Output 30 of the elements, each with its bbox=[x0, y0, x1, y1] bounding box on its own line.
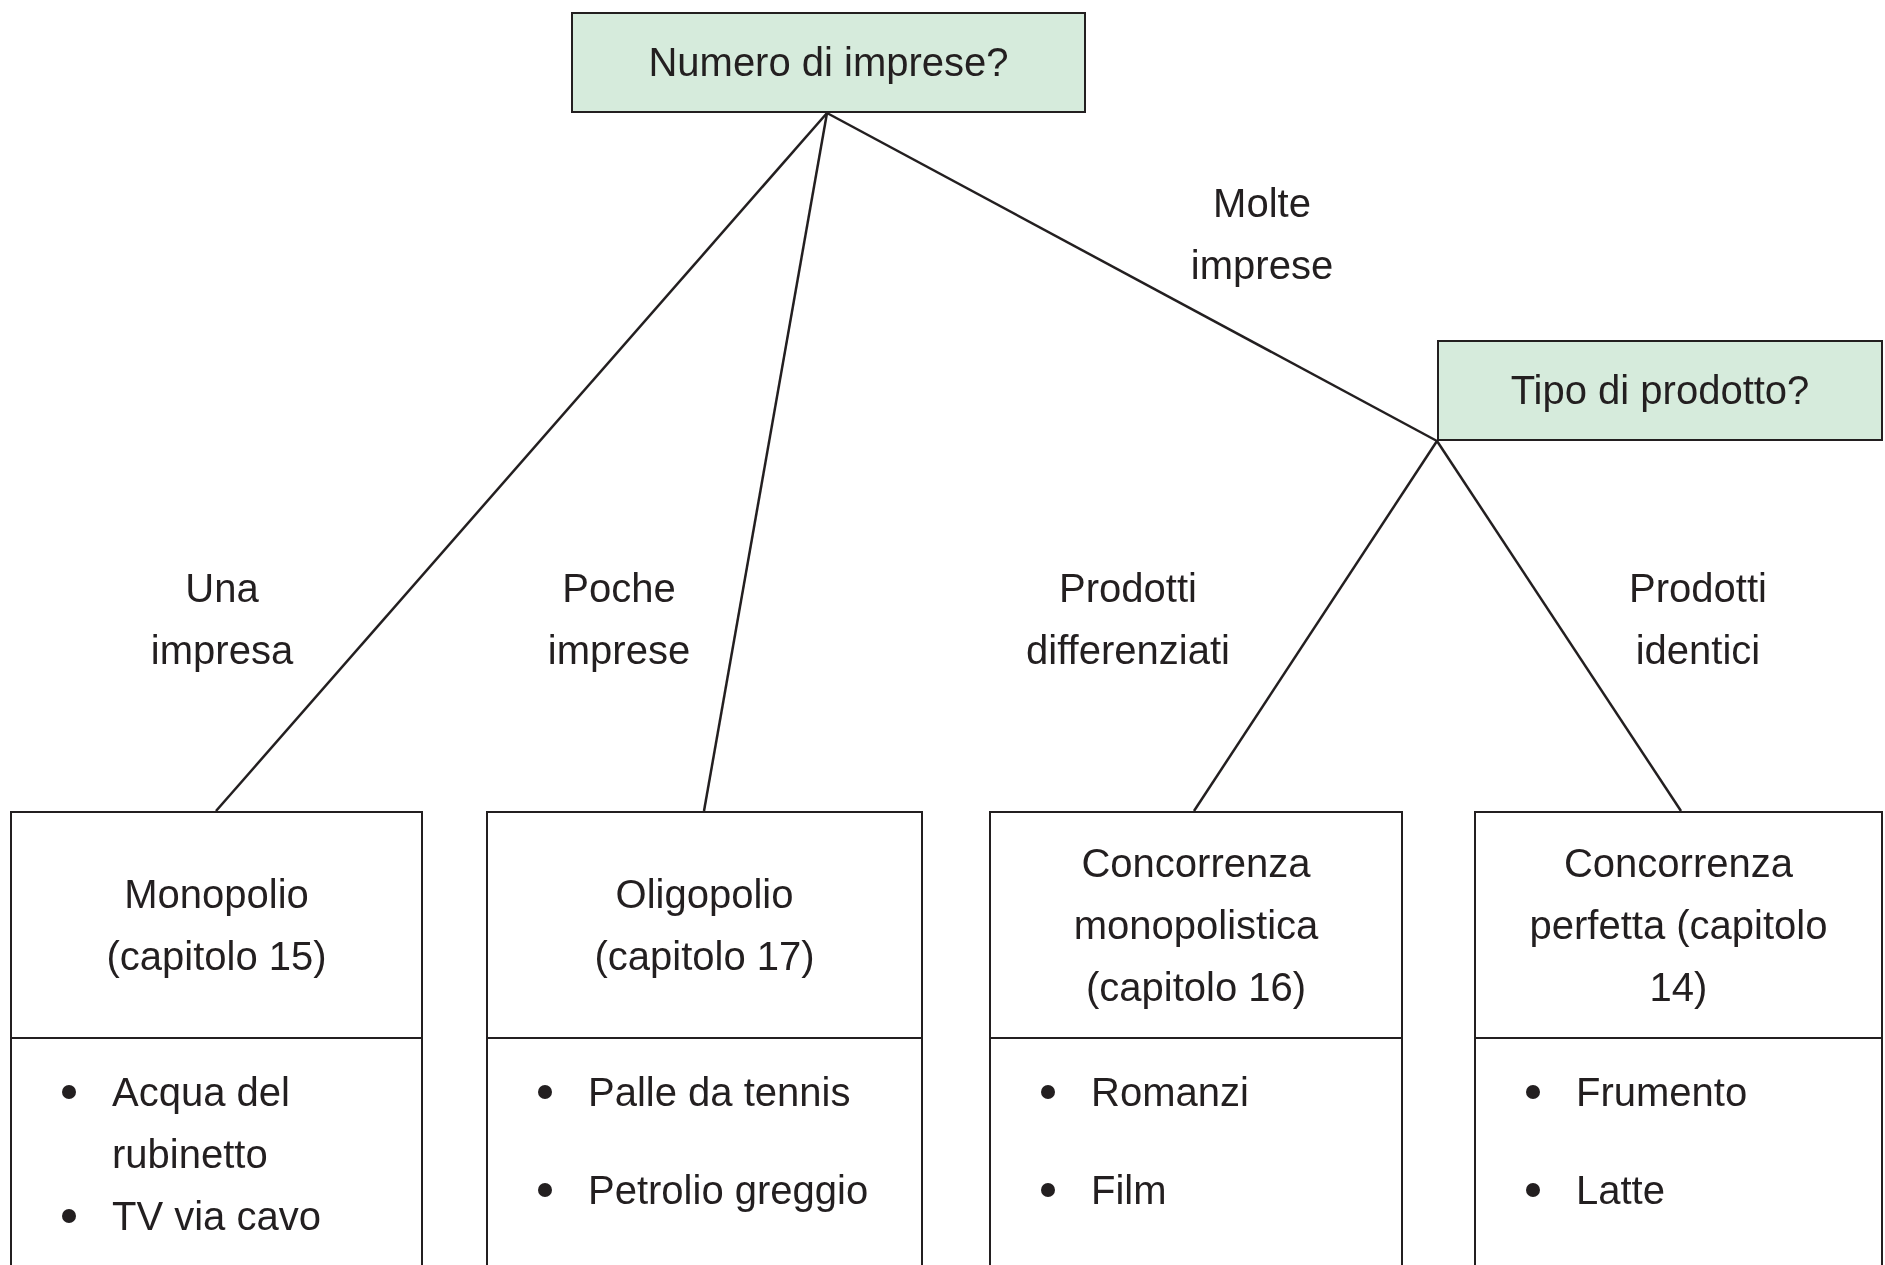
question-box bbox=[571, 12, 1086, 113]
connector-line bbox=[826, 111, 1438, 443]
example-text: Romanzi bbox=[1091, 1069, 1249, 1116]
question-text: Tipo di prodotto? bbox=[1510, 368, 1810, 413]
market-type: Monopolio (capitolo 15) bbox=[105, 871, 328, 980]
example-text: Petrolio greggio bbox=[588, 1167, 869, 1214]
edge-label: Prodotti differenziati bbox=[1025, 565, 1231, 674]
edge-label: Poche imprese bbox=[546, 565, 692, 674]
market-type: Concorrenza perfetta (capitolo 14) bbox=[1528, 840, 1829, 1011]
market-type: Concorrenza monopolistica (capitolo 16) bbox=[1072, 840, 1320, 1011]
question-box bbox=[1437, 340, 1883, 441]
market-type: Oligopolio (capitolo 17) bbox=[593, 871, 816, 980]
example-text: TV via cavo bbox=[112, 1193, 321, 1240]
example-text: Film bbox=[1091, 1167, 1167, 1214]
edge-label: Prodotti identici bbox=[1628, 565, 1768, 674]
connector-line bbox=[1435, 440, 1683, 812]
market-card bbox=[989, 811, 1403, 1265]
example-text: Frumento bbox=[1576, 1069, 1748, 1116]
market-card bbox=[1474, 811, 1883, 1265]
example-text: Palle da tennis bbox=[588, 1069, 851, 1116]
edge-label: Una impresa bbox=[149, 565, 295, 674]
edge-label: Molte imprese bbox=[1189, 180, 1335, 289]
market-card bbox=[486, 811, 923, 1265]
question-text: Numero di imprese? bbox=[648, 40, 1009, 85]
connector-line bbox=[702, 112, 829, 812]
connector-line bbox=[1192, 440, 1439, 812]
market-card bbox=[10, 811, 423, 1265]
example-text: Latte bbox=[1576, 1167, 1665, 1214]
example-text: Acqua del rubinetto bbox=[112, 1069, 291, 1178]
connector-line bbox=[215, 112, 828, 812]
